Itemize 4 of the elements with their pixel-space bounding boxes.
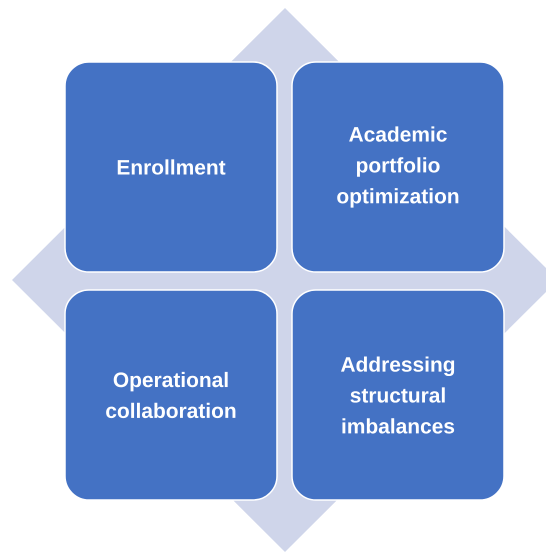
rounded-box: Addressing structural imbalances [291,289,505,501]
rounded-box: Operational collaboration [64,289,278,501]
rounded-box: Academic portfolio optimization [291,61,505,273]
rounded-box: Enrollment [64,61,278,273]
